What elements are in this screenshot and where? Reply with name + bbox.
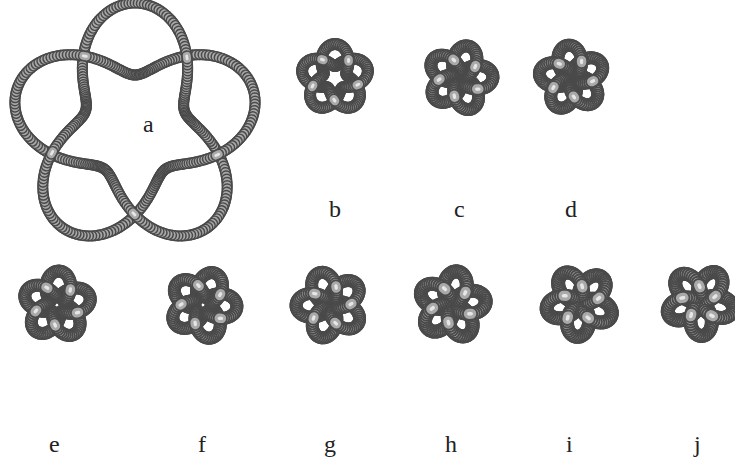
knot-tube: [173, 273, 237, 339]
figure-label: a: [143, 112, 154, 136]
knot-tube: [547, 272, 612, 336]
figure-label: b: [329, 197, 341, 221]
figure-label: j: [694, 432, 701, 456]
knot-tube: [668, 272, 733, 336]
knot-tube: [296, 272, 360, 338]
knot-tube: [302, 44, 368, 108]
knot-tube: [539, 45, 602, 108]
figure-label: f: [198, 432, 206, 456]
knot-tube: [421, 271, 486, 336]
figure-label: h: [445, 432, 457, 456]
knot-tube: [431, 46, 493, 110]
knot-tube: [15, 3, 255, 236]
knot-tube: [25, 271, 91, 335]
figure-label: g: [324, 432, 336, 456]
figure-label: i: [566, 432, 573, 456]
figure-label: c: [454, 197, 465, 221]
figure-label: d: [565, 197, 577, 221]
figure-label: e: [49, 432, 60, 456]
